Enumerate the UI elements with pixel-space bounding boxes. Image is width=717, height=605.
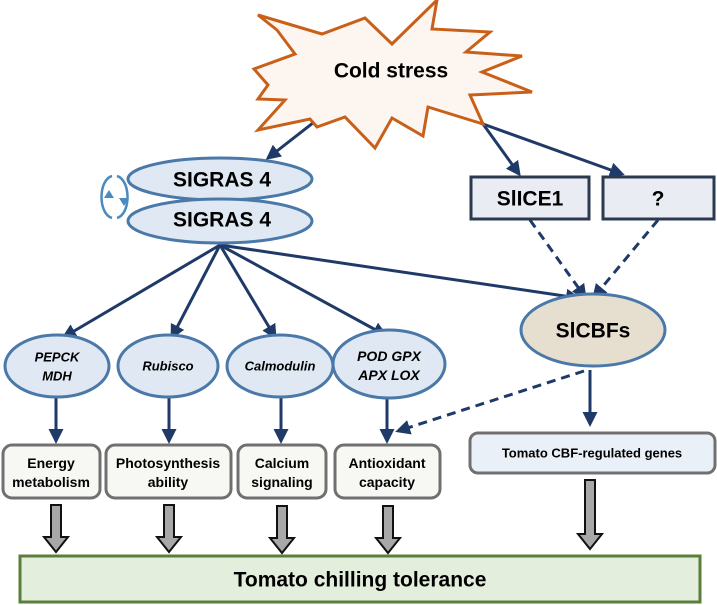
process-box [1,443,102,500]
ice1-node: SlICE1 [469,175,591,221]
starburst-shape [251,0,533,151]
enzyme-line1: Rubisco [142,359,193,374]
process-line2: capacity [359,474,415,490]
cycle-arrows-icon [100,174,129,220]
enzyme-pod-gpx-apx-lox: POD GPX APX LOX [331,328,447,400]
cbf-genes-box [468,431,717,475]
process-line2: ability [148,474,189,490]
cbf-ellipse [519,292,667,368]
enzyme-calmodulin: Calmodulin [225,333,335,399]
enzyme-line1: Calmodulin [245,359,316,374]
sigras4-bottom-ellipse [126,197,314,245]
enzyme-line1: POD GPX [357,348,422,364]
sigras4-top-label: SIGRAS 4 [173,169,271,192]
fat-arrow-cbf-genes [575,479,605,551]
process-line2: metabolism [12,474,90,490]
dashed-arrow-unknown-to-cbf [592,219,660,300]
ice1-box [469,175,591,221]
arrow-sigras-to-rubisco [170,244,222,340]
process-energy-metabolism: Energy metabolism [1,443,102,500]
arrow-stress-to-unknown [482,122,625,177]
enzyme-pepck-mdh: PEPCK MDH [3,333,111,399]
unknown-box [601,175,716,221]
process-line1: Photosynthesis [116,455,220,471]
arrow-sigras-to-pod [219,243,388,337]
dashed-arrow-ice1-to-cbf [528,219,587,300]
arrow-stress-to-sigras [265,117,319,160]
arrow-sigras-to-cbf [219,243,581,304]
process-line1: Energy [27,455,75,471]
sigras4-bottom-label: SIGRAS 4 [173,209,271,232]
cbf-genes-label: Tomato CBF-regulated genes [502,446,682,461]
process-box [333,443,442,500]
cold-stress-node: Cold stress [251,0,533,151]
outcome-box [18,554,702,604]
enzyme-rubisco: Rubisco [116,333,220,399]
dashed-arrow-cbf-to-antioxidant [395,369,585,435]
fat-arrow-energy [41,504,71,554]
enzyme-line2: MDH [42,369,72,384]
arrow-sigras-to-calmodulin [218,244,277,340]
fat-arrow-photosynthesis [154,504,184,554]
sigras4-dimer: SIGRAS 4 SIGRAS 4 [100,156,314,245]
outcome-node: Tomato chilling tolerance [18,554,702,604]
arrow-sigras-to-pepck [61,243,221,339]
enzyme-ellipse [3,333,111,399]
ice1-label: SlICE1 [497,188,564,211]
process-calcium-signaling: Calcium signaling [236,443,328,500]
cbf-genes-node: Tomato CBF-regulated genes [468,431,717,475]
process-nodes: Energy metabolism Photosynthesis ability… [1,443,442,500]
arrow-stress-to-ice1 [481,123,521,177]
fat-arrow-antioxidant [373,505,403,555]
process-line1: Calcium [255,455,309,471]
enzyme-ellipse [116,333,220,399]
cold-stress-label: Cold stress [334,60,448,83]
fat-arrow-calcium [267,505,297,555]
cbf-node: SlCBFs [519,292,667,368]
process-line2: signaling [251,474,312,490]
unknown-label: ? [652,188,665,211]
process-line1: Antioxidant [349,455,426,471]
process-photosynthesis-ability: Photosynthesis ability [104,443,233,500]
unknown-node: ? [601,175,716,221]
process-box [236,443,328,500]
enzyme-ellipse [331,328,447,400]
process-antioxidant-capacity: Antioxidant capacity [333,443,442,500]
enzyme-line1: PEPCK [35,350,81,365]
enzyme-nodes: PEPCK MDH Rubisco Calmodulin POD GPX APX… [3,328,447,400]
fat-arrows [41,479,605,555]
cbf-label: SlCBFs [556,320,631,343]
connectors [48,117,660,444]
enzyme-line2: APX LOX [357,367,421,383]
outcome-label: Tomato chilling tolerance [234,569,487,592]
process-box [104,443,233,500]
